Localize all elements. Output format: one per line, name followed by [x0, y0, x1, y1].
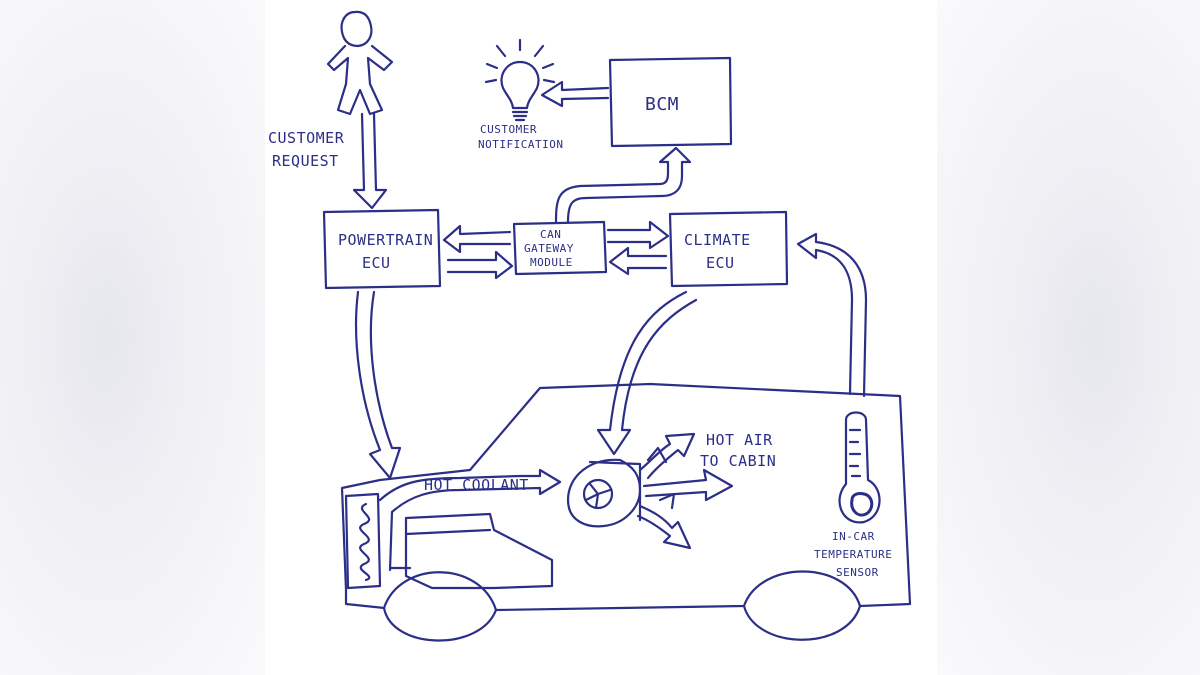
fan-icon [566, 458, 642, 528]
sensor-to-climate-arrow [796, 232, 868, 398]
thermometer-icon [838, 411, 881, 524]
bcm-label: BCM [645, 94, 679, 115]
light-bulb-icon [484, 38, 556, 122]
notification-arrow [540, 80, 610, 108]
bcm-box [608, 56, 733, 148]
climate-ecu-box [668, 210, 789, 288]
climate-to-can-arrow [608, 246, 668, 276]
customer-notification-label-2: NOTIFICATION [478, 138, 563, 151]
car-body [340, 382, 912, 612]
powertrain-to-can-arrow [446, 250, 514, 280]
coolant-pipe [378, 468, 562, 572]
sensor-label-1: IN-CAR [832, 530, 875, 543]
can-gateway-label-3: MODULE [530, 256, 573, 269]
can-to-climate-arrow [606, 220, 670, 250]
blurred-background-left [0, 0, 265, 675]
radiator [344, 492, 382, 590]
hot-air-arrow-small [646, 446, 676, 510]
radiator-coil [359, 502, 371, 582]
engine-detail [388, 528, 492, 570]
hot-air-label-2: TO CABIN [700, 452, 776, 470]
engine-block [404, 512, 554, 590]
powertrain-ecu-label-1: POWERTRAIN [338, 231, 433, 249]
can-to-bcm-arrow [554, 146, 692, 224]
powertrain-ecu-box [322, 208, 442, 290]
hot-air-arrow-down [636, 504, 692, 550]
sensor-label-2: TEMPERATURE [814, 548, 892, 561]
powertrain-to-engine-arrow [354, 290, 402, 480]
rear-wheel [742, 604, 862, 641]
powertrain-ecu-label-2: ECU [362, 254, 391, 272]
climate-ecu-label-2: ECU [706, 254, 735, 272]
can-gateway-label-1: CAN [540, 228, 561, 241]
hot-air-arrow-up [638, 432, 696, 480]
customer-request-label-1: CUSTOMER [268, 129, 345, 147]
can-gateway-label-2: GATEWAY [524, 242, 574, 255]
customer-request-label-2: REQUEST [272, 152, 339, 170]
customer-request-arrow [352, 112, 388, 210]
hot-air-label-1: HOT AIR [706, 431, 773, 449]
can-gateway-box [512, 220, 608, 276]
hot-air-arrow-right [642, 468, 734, 502]
customer-notification-label-1: CUSTOMER [480, 123, 537, 136]
can-to-powertrain-arrow [442, 224, 512, 254]
front-wheel [382, 606, 498, 642]
hot-coolant-label: HOT COOLANT [424, 476, 529, 494]
climate-ecu-label-1: CLIMATE [684, 231, 751, 249]
climate-to-fan-arrow [596, 290, 698, 456]
blurred-background-right [935, 0, 1200, 675]
sensor-label-3: SENSOR [836, 566, 879, 579]
customer-figure [326, 10, 394, 116]
